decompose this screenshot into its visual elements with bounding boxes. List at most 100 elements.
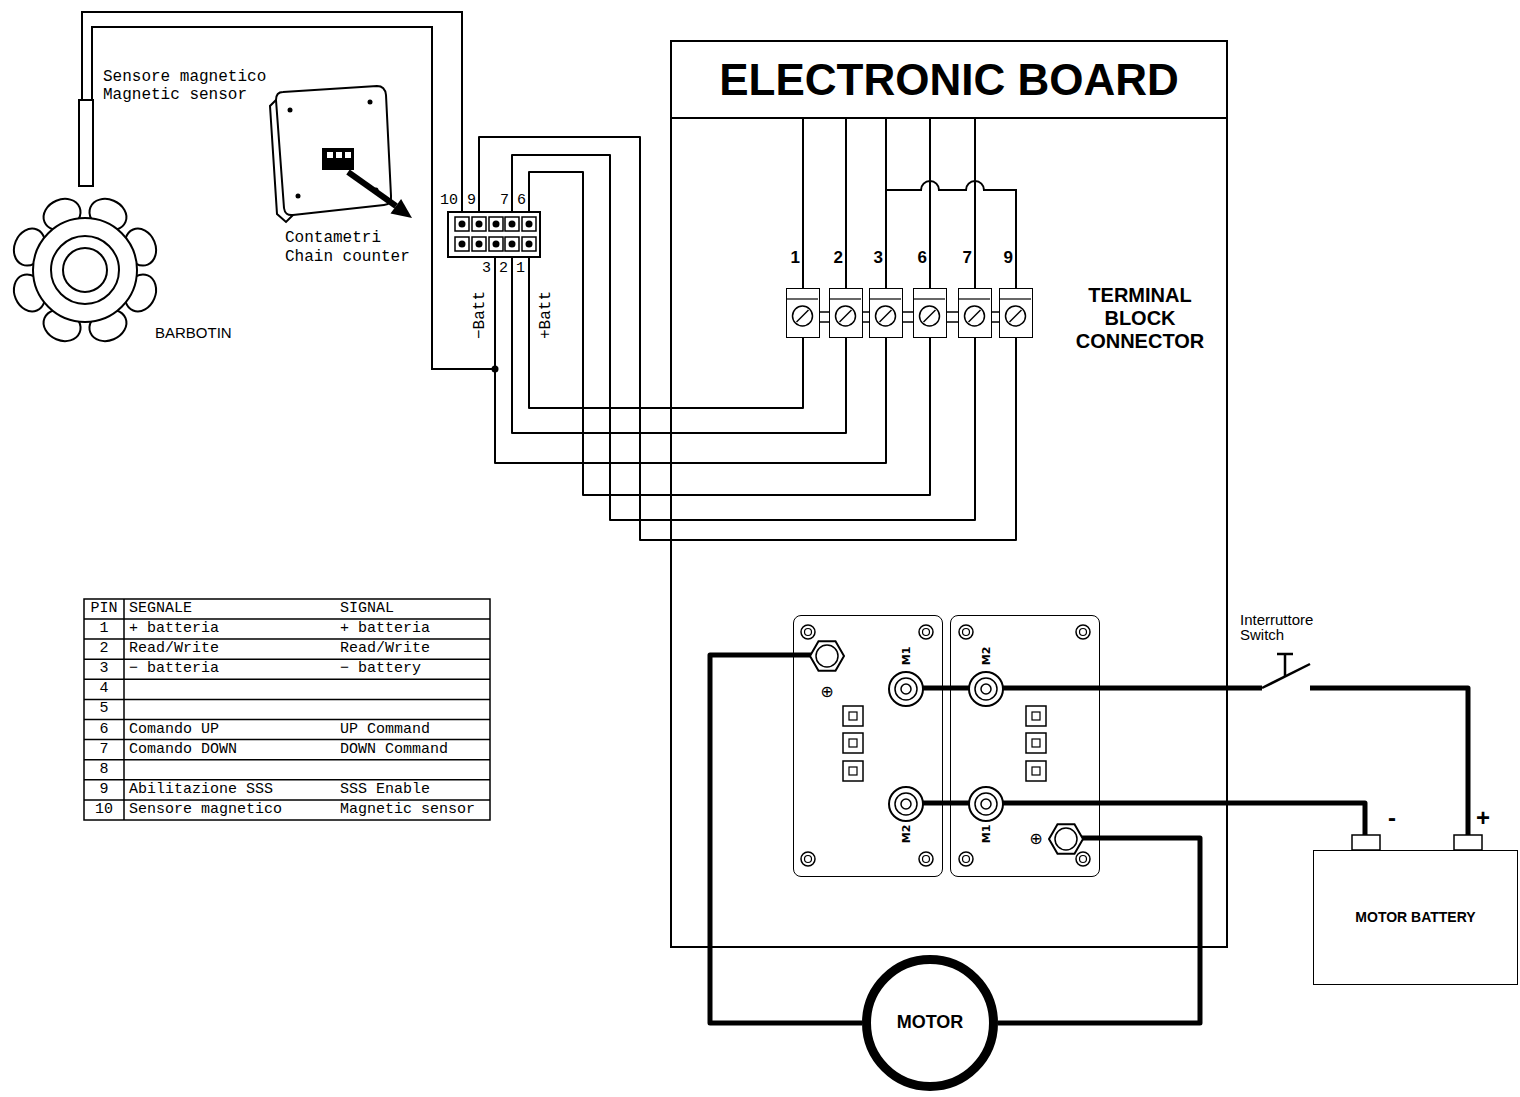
stud-terminal	[901, 684, 911, 694]
terminal-number: 1	[785, 249, 800, 268]
mount-hole	[959, 625, 973, 639]
battery-terminal	[1352, 835, 1380, 850]
chain-counter	[276, 86, 391, 215]
table-cell: + batteria	[129, 620, 219, 637]
signal-plug	[1026, 706, 1046, 726]
pin-socket	[493, 221, 500, 228]
polarity-sign: +	[1476, 804, 1490, 832]
relay-module: ⊕M1M2	[793, 615, 943, 877]
pin-number: 9	[467, 193, 476, 210]
pin-number: 6	[517, 193, 526, 210]
mount-hole	[923, 856, 930, 863]
table-cell: Read/Write	[340, 641, 430, 658]
terminal-tab	[830, 298, 861, 299]
screw-head	[920, 306, 940, 326]
terminal-tab	[787, 298, 818, 299]
plug-pin	[327, 152, 333, 158]
terminal-screw: 3	[869, 288, 903, 338]
signal-wire	[495, 258, 886, 463]
stud-terminal	[889, 672, 923, 706]
pin-cell	[522, 237, 536, 251]
table-cell: PIN	[90, 600, 117, 617]
mount-hole	[919, 852, 933, 866]
counter-plug	[322, 148, 354, 170]
mount-hole	[963, 856, 970, 863]
sensor-label: Magnetic sensor	[103, 86, 247, 104]
stud-terminal	[895, 678, 917, 700]
battery-box: MOTOR BATTERY	[1313, 850, 1518, 985]
power-cable	[1330, 688, 1468, 850]
term-art	[787, 289, 818, 336]
pin-socket	[526, 221, 533, 228]
pin-cell	[522, 217, 536, 231]
barbotin	[8, 193, 161, 346]
electronic-board: 123679⊕M1M2M2M1⊕ELECTRONIC BOARD	[670, 40, 1228, 948]
pin-cell	[472, 217, 486, 231]
hex-terminal	[1049, 824, 1083, 853]
hex-terminal	[816, 645, 838, 667]
pin-socket	[459, 241, 466, 248]
stud-terminal	[981, 684, 991, 694]
signal-plug	[843, 706, 863, 726]
mount-hole	[959, 852, 973, 866]
pin-socket	[476, 241, 483, 248]
mount-hole	[919, 625, 933, 639]
term-art	[959, 289, 990, 336]
table-cell: SEGNALE	[129, 600, 192, 617]
counter-label: Chain counter	[285, 248, 410, 266]
terminal-screw: 2	[829, 288, 863, 338]
signal-plug	[849, 739, 857, 747]
terminal-tab	[870, 298, 901, 299]
hex-terminal	[1055, 828, 1077, 850]
terminal-screw: 1	[786, 288, 820, 338]
pin-socket	[509, 241, 516, 248]
power-cable	[710, 655, 862, 1023]
pin-socket	[493, 241, 500, 248]
signal-wire	[479, 137, 1016, 540]
terminal-mark: M2	[981, 647, 992, 666]
stud-terminal	[889, 787, 923, 821]
pin-number: 2	[499, 261, 508, 278]
mount-hole	[801, 852, 815, 866]
plug-pin	[345, 152, 351, 158]
table-cell: 8	[99, 761, 108, 778]
plug-pin	[336, 152, 342, 158]
screw-head	[1006, 306, 1026, 326]
signal-plug	[1032, 767, 1040, 775]
pin-connector: 10976321	[447, 211, 541, 258]
stud-terminal	[969, 672, 1003, 706]
magnetic-sensor	[79, 100, 93, 186]
mount-hole	[1080, 629, 1087, 636]
pin-cell	[455, 237, 469, 251]
node-label: ELECTRONIC BOARD	[672, 42, 1226, 118]
relay-module: M2M1⊕	[950, 615, 1100, 877]
mount-hole	[801, 625, 815, 639]
signal-plug	[849, 767, 857, 775]
signal-wire	[512, 258, 846, 433]
table-cell: DOWN Command	[340, 741, 448, 758]
stud-terminal	[895, 793, 917, 815]
barbotin-body	[33, 218, 137, 322]
power-cable	[1100, 686, 1240, 691]
battery-terminal	[1454, 835, 1482, 850]
mount-hole	[1080, 856, 1087, 863]
pointer-arrow	[348, 172, 396, 206]
pin-number: 10	[440, 193, 458, 210]
polarity-sign: -	[1388, 804, 1396, 832]
table-cell: SIGNAL	[340, 600, 394, 617]
terminal-mark: ⊕	[820, 684, 833, 700]
switch-contact	[1240, 686, 1262, 691]
hex-terminal	[810, 641, 844, 670]
terminal-screw: 6	[913, 288, 947, 338]
switch-symbol: InterruttoreSwitch	[1240, 612, 1330, 702]
stud-terminal	[975, 678, 997, 700]
screw-slot	[969, 310, 981, 322]
screw-head	[793, 306, 813, 326]
table-cell: Sensore magnetico	[129, 801, 282, 818]
terminal-number: 2	[828, 249, 843, 268]
screw-slot	[880, 310, 892, 322]
term-art	[914, 289, 945, 336]
signal-plug	[1032, 712, 1040, 720]
pin-cell	[505, 237, 519, 251]
